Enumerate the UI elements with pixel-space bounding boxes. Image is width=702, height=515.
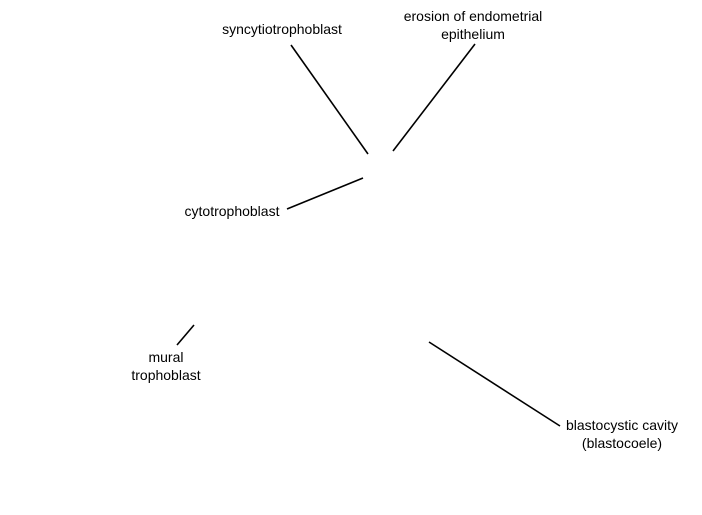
leader-line-syncytiotrophoblast [290,44,369,155]
label-cytotrophoblast: cytotrophoblast [172,202,292,220]
leader-line-mural-trophoblast [176,324,195,346]
label-erosion-line2: epithelium [441,26,505,42]
label-mural-trophoblast: mural trophoblast [116,348,216,384]
label-syncytiotrophoblast-line1: syncytiotrophoblast [222,21,342,37]
label-erosion-line1: erosion of endometrial [403,8,543,24]
label-mural-line2: trophoblast [131,367,201,383]
leader-line-erosion [392,43,476,152]
leader-line-cytotrophoblast [286,177,364,210]
leader-line-blastocystic-cavity [428,341,561,427]
label-blastocystic-line1: blastocystic cavity [565,417,679,433]
label-syncytiotrophoblast: syncytiotrophoblast [212,20,352,38]
label-blastocystic-cavity: blastocystic cavity (blastocoele) [552,416,692,452]
label-erosion-of-endometrial-epithelium: erosion of endometrial epithelium [388,7,558,43]
label-mural-line1: mural [148,349,184,365]
label-blastocystic-line2: (blastocoele) [581,435,663,451]
label-cytotrophoblast-line1: cytotrophoblast [184,203,280,219]
